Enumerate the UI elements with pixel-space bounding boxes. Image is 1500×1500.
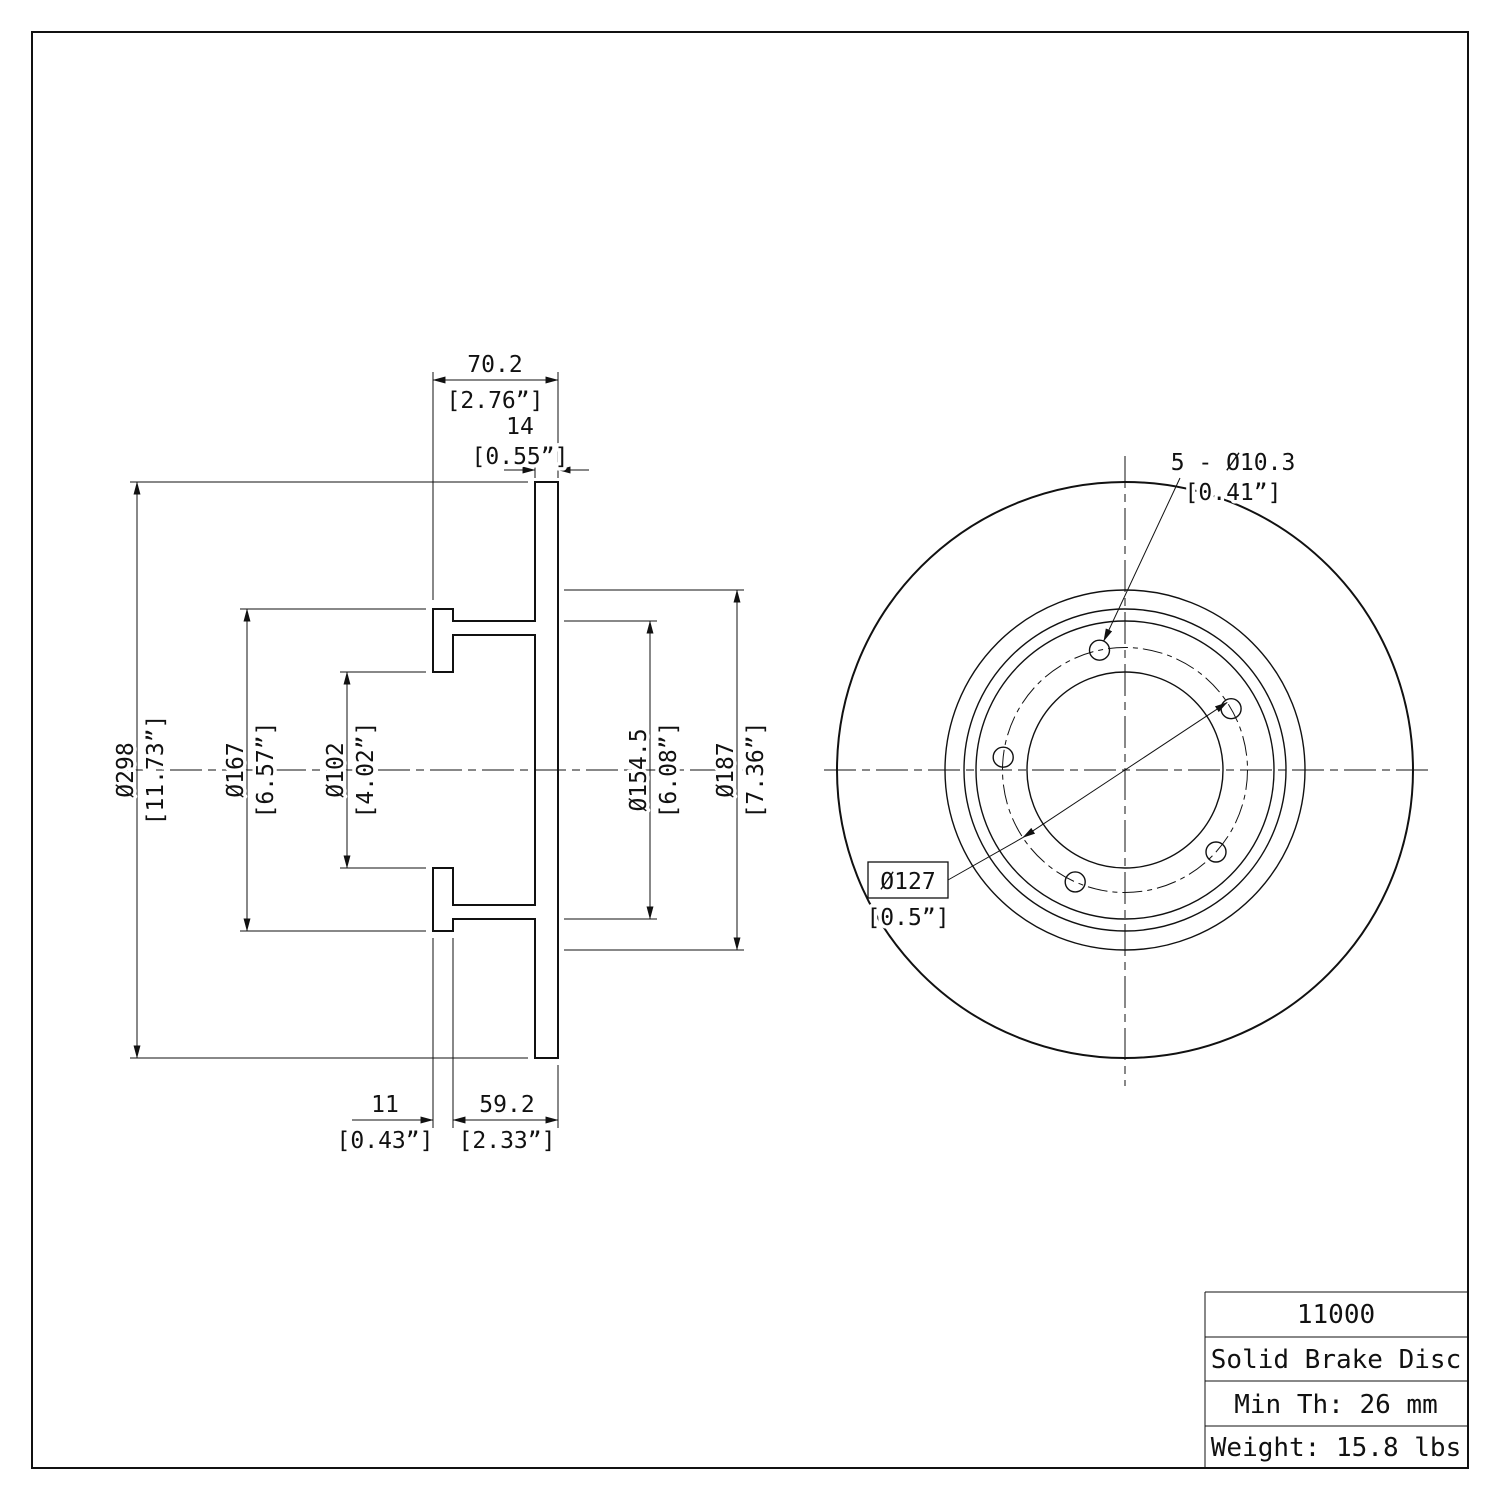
dim-flange-thickness-mm: 11 (371, 1092, 399, 1118)
dim-flange-thickness-extensions (432, 938, 454, 1128)
title-block-min-thickness: Min Th: 26 mm (1234, 1390, 1438, 1420)
bolt-hole (1205, 841, 1227, 863)
dim-outer-diameter: Ø298 [11.73”] (110, 481, 528, 1059)
disc-outer-circle (836, 481, 1414, 1059)
dim-inner-pad-diameter-inch: [7.36”] (743, 722, 769, 819)
dim-hat-depth-inch: [2.33”] (459, 1128, 556, 1154)
dim-overall-width-extensions (432, 372, 559, 600)
section-view: 70.2 [2.76”] 14 [0.55”] Ø298 [11.73”] Ø1… (110, 349, 773, 1158)
bolt-hole (1064, 871, 1086, 893)
dim-hat-diameter-inch: [6.08”] (656, 722, 682, 819)
dim-flange-thickness-inch: [0.43”] (337, 1128, 434, 1154)
bolt-circle-label-box (867, 861, 949, 899)
disc-cross-section (432, 481, 559, 1059)
dim-center-bore-extensions (340, 671, 426, 869)
dim-flange-diameter: Ø167 [6.57”] (220, 608, 426, 932)
title-block-grid (1204, 1291, 1468, 1468)
dim-outer-diameter-mm: Ø298 (113, 742, 139, 797)
dim-flange-diameter-extensions (240, 608, 426, 932)
dim-overall-width: 70.2 [2.76”] (432, 349, 559, 600)
dim-disc-thickness: 14 [0.55”] (468, 411, 589, 478)
bolt-hole (1088, 639, 1111, 661)
bolt-hole (992, 746, 1014, 768)
title-block-part-name: Solid Brake Disc (1211, 1345, 1461, 1375)
bolt-hole-callout: 5 - Ø10.3 [0.41”] (1103, 447, 1299, 642)
pad-inner-circle (944, 589, 1306, 951)
bolt-holes (992, 639, 1242, 893)
dim-inner-pad-diameter-extensions (564, 589, 744, 951)
dim-outer-diameter-inch: [11.73”] (143, 715, 169, 826)
bolt-circle-dim-lower (1022, 769, 1126, 839)
dim-hat-diameter-mm: Ø154.5 (626, 728, 652, 811)
dim-hat-depth-mm: 59.2 (479, 1092, 534, 1118)
dim-inner-pad-diameter-mm: Ø187 (713, 742, 739, 797)
bolt-circle-inch: [0.5”] (866, 905, 949, 931)
bolt-circle-leader-tail (947, 837, 1024, 881)
dim-hat-depth: 59.2 [2.33”] (452, 1065, 559, 1158)
bolt-circle-label: Ø127 (880, 869, 935, 895)
dim-hat-diameter: Ø154.5 [6.08”] (564, 620, 686, 920)
dim-overall-width-mm: 70.2 (467, 352, 522, 378)
dim-inner-pad-diameter: Ø187 [7.36”] (564, 589, 773, 951)
dim-disc-thickness-inch: [0.55”] (472, 444, 569, 470)
bolt-circle-dim-upper (1124, 701, 1228, 771)
dim-center-bore-inch: [4.02”] (353, 722, 379, 819)
dim-disc-thickness-mm: 14 (506, 414, 534, 440)
bolt-hole-callout-inch: [0.41”] (1185, 480, 1282, 506)
dim-overall-width-inch: [2.76”] (447, 388, 544, 414)
dim-center-bore-mm: Ø102 (323, 742, 349, 797)
dim-flange-diameter-mm: Ø167 (223, 742, 249, 797)
bolt-circle (1002, 647, 1248, 893)
bolt-circle-callout: Ø127 [0.5”] (863, 701, 1228, 935)
center-bore-circle (1026, 671, 1224, 869)
front-view: 5 - Ø10.3 [0.41”] Ø127 [0.5”] (824, 447, 1430, 1086)
title-block: 11000 Solid Brake Disc Min Th: 26 mm Wei… (1204, 1291, 1468, 1468)
dim-hat-diameter-extensions (564, 620, 657, 920)
bolt-hole-leader (1103, 477, 1181, 642)
dim-flange-thickness: 11 [0.43”] (333, 938, 454, 1158)
flange-circle (963, 608, 1287, 932)
bolt-hole-callout-label: 5 - Ø10.3 (1171, 450, 1296, 476)
dim-outer-diameter-extensions (130, 481, 528, 1059)
hat-circle (975, 620, 1275, 920)
title-block-weight: Weight: 15.8 lbs (1211, 1433, 1461, 1463)
dim-center-bore: Ø102 [4.02”] (320, 671, 426, 869)
title-block-part-number: 11000 (1297, 1300, 1375, 1330)
page-border (31, 31, 1469, 1469)
dim-flange-diameter-inch: [6.57”] (253, 722, 279, 819)
